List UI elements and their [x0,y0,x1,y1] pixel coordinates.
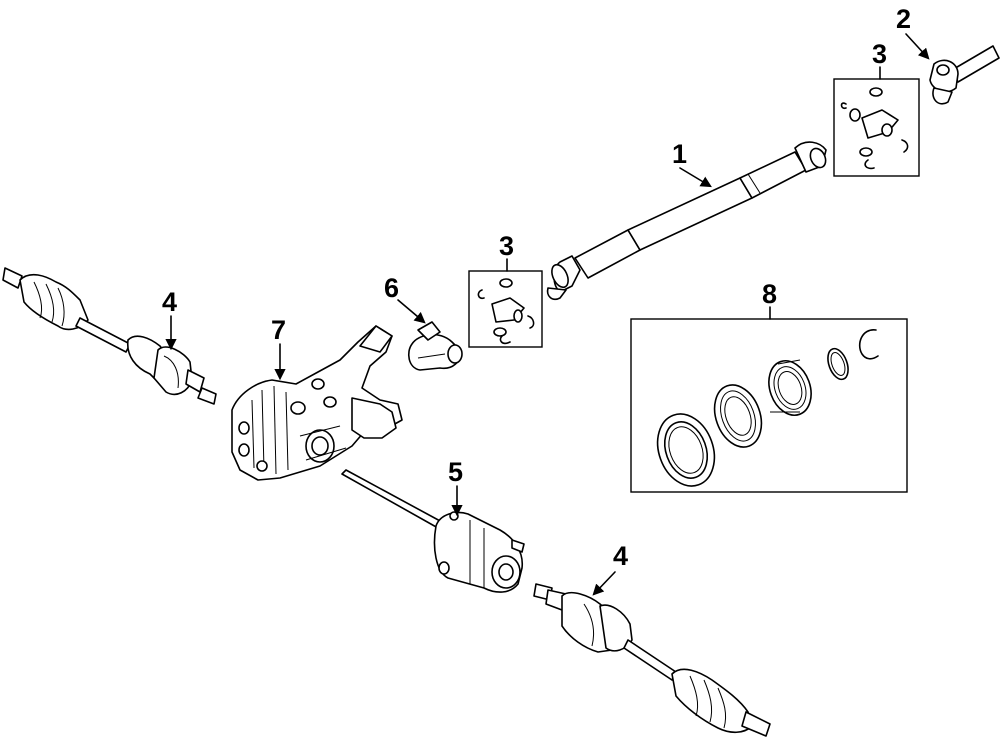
drive-shaft-part-1[interactable] [546,141,829,301]
svg-text:4: 4 [613,541,628,571]
callout-2: 2 [896,4,930,60]
svg-text:6: 6 [384,273,399,303]
callout-4-left: 4 [162,287,177,351]
intermediate-shaft-part-5[interactable] [341,469,525,593]
svg-text:1: 1 [672,139,687,169]
seal-kit-part-8[interactable] [630,318,908,494]
svg-text:8: 8 [762,279,777,309]
callout-3-lower: 3 [499,231,514,272]
svg-text:3: 3 [872,39,887,69]
callout-8: 8 [762,279,777,320]
universal-joint-kit-part-3-upper[interactable] [833,78,920,177]
yoke-part-6[interactable] [407,321,463,371]
yoke-part-2[interactable] [929,45,1000,105]
callout-1: 1 [672,139,712,188]
svg-text:4: 4 [162,287,177,317]
callout-5: 5 [448,457,463,517]
callout-7: 7 [271,315,286,381]
transfer-case-part-7[interactable] [231,325,403,481]
svg-text:3: 3 [499,231,514,261]
svg-text:2: 2 [896,4,911,34]
half-shaft-part-4-left[interactable] [2,267,217,405]
callout-4-right: 4 [592,541,628,596]
half-shaft-part-4-right[interactable] [533,583,771,737]
universal-joint-kit-part-3-lower[interactable] [468,270,543,348]
callout-3-upper: 3 [872,39,887,80]
svg-text:7: 7 [271,315,286,345]
svg-text:5: 5 [448,457,463,487]
callout-6: 6 [384,273,426,324]
